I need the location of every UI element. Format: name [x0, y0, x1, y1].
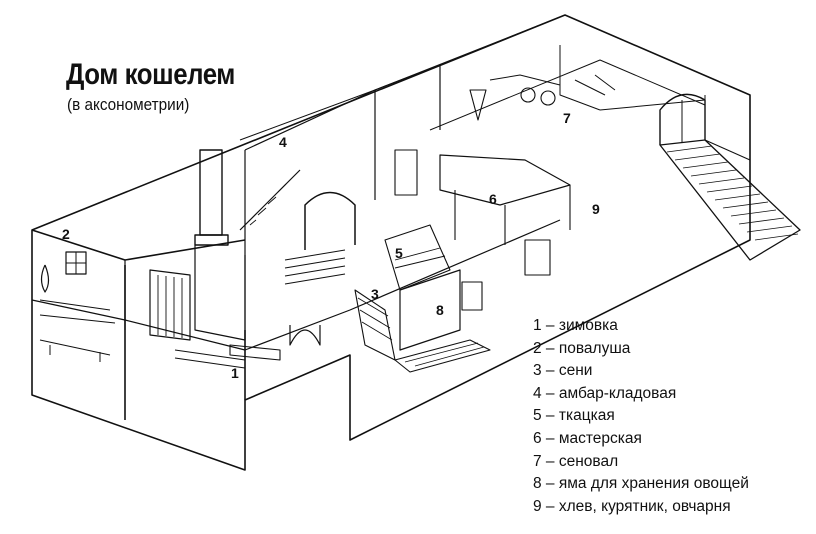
room-number-9: 9 — [592, 201, 600, 217]
floor-line — [31, 219, 561, 351]
legend-item: 1 – зимовка — [533, 317, 618, 334]
room-number-6: 6 — [489, 191, 497, 207]
legend-item: 5 – ткацкая — [533, 407, 615, 425]
page-title: Дом кошелем — [66, 58, 235, 91]
barn-door — [659, 93, 706, 145]
legend-item: 4 – амбар-кладовая — [533, 384, 677, 402]
room-number-2: 2 — [62, 226, 70, 242]
legend-item: 3 – сени — [533, 362, 593, 380]
room-number-8: 8 — [436, 302, 444, 318]
partition-wall-2 — [244, 89, 376, 200]
arch-doorway — [304, 191, 356, 250]
room-number-5: 5 — [395, 245, 403, 261]
room-number-4: 4 — [279, 134, 287, 150]
legend-item: 7 – сеновал — [533, 452, 619, 470]
room-number-3: 3 — [371, 286, 379, 302]
legend-item: 6 – мастерская — [533, 429, 642, 447]
legend-item: 2 – повалуша — [533, 339, 631, 357]
legend-item: 8 – яма для хранения овощей — [533, 475, 749, 493]
room-number-7: 7 — [563, 110, 571, 126]
legend-item: 9 – хлев, курятник, овчарня — [533, 497, 731, 515]
staircase-upper — [239, 169, 301, 231]
legend: 1 – зимовка 2 – повалуша 3 – сени 4 – ам… — [533, 315, 749, 518]
chimney — [199, 149, 223, 236]
partition-wall-1 — [124, 150, 246, 330]
ramp — [659, 139, 801, 261]
partition-wall-3 — [374, 64, 441, 130]
room-number-1: 1 — [231, 365, 239, 381]
house-outer-walls — [31, 14, 751, 471]
page-subtitle: (в аксонометрии) — [67, 95, 190, 114]
